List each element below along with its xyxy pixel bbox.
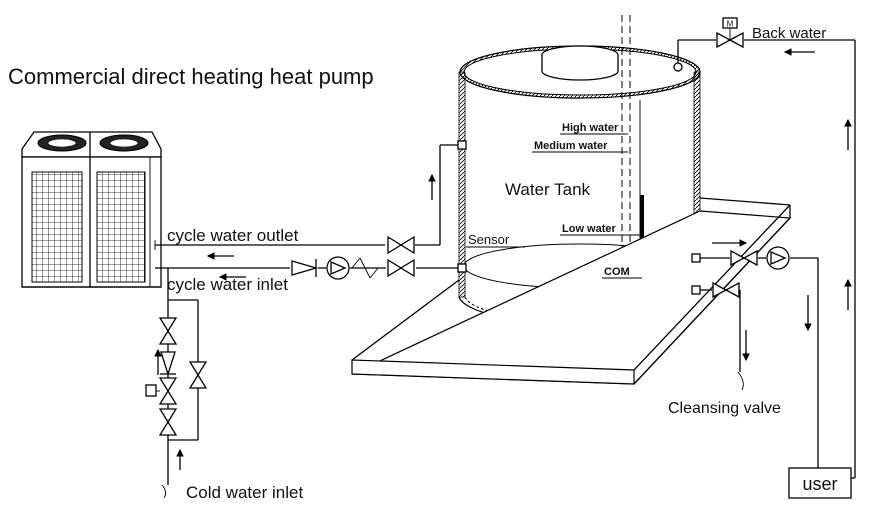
back-water-label: Back water bbox=[752, 25, 826, 42]
water-tank-label: Water Tank bbox=[505, 180, 591, 199]
strainer-icon bbox=[351, 257, 379, 279]
flow-arrow-icon bbox=[154, 48, 852, 470]
tank-platform bbox=[351, 197, 792, 385]
pump-icon bbox=[326, 256, 350, 280]
heat-pump-unit-icon bbox=[21, 131, 162, 288]
user-label: user bbox=[802, 474, 837, 494]
gate-valve-icon bbox=[158, 408, 178, 436]
high-water-callout: High water bbox=[560, 122, 628, 135]
check-valve-icon bbox=[160, 351, 176, 377]
com-label: COM bbox=[604, 266, 630, 278]
valve-m-label: M bbox=[727, 20, 734, 29]
cycle-water-inlet-label: cycle water inlet bbox=[167, 275, 288, 294]
gate-valve-icon bbox=[188, 361, 208, 389]
motorized-valve-icon: M bbox=[716, 17, 744, 49]
diagram-title: Commercial direct heating heat pump bbox=[8, 64, 374, 89]
high-water-label: High water bbox=[562, 122, 619, 134]
cleansing-valve-label: Cleansing valve bbox=[668, 400, 781, 417]
low-water-callout: Low water bbox=[560, 223, 642, 236]
low-water-label: Low water bbox=[562, 223, 617, 235]
sensor-callout: Sensor bbox=[466, 232, 525, 248]
cold-water-inlet-label: Cold water inlet bbox=[186, 483, 303, 502]
gate-valve-icon bbox=[158, 317, 178, 345]
back-water-pipe bbox=[677, 39, 856, 479]
gate-valve-icon bbox=[730, 249, 758, 267]
gate-valve-icon bbox=[387, 258, 415, 278]
medium-water-callout: Medium water bbox=[532, 140, 628, 153]
medium-water-label: Medium water bbox=[534, 140, 608, 152]
tank-connections bbox=[457, 140, 701, 295]
com-callout: COM bbox=[602, 266, 642, 279]
motorized-valve-icon bbox=[145, 377, 178, 405]
cycle-water-outlet-label: cycle water outlet bbox=[167, 226, 299, 245]
sensor-label: Sensor bbox=[468, 232, 510, 247]
cycle-water-outlet-pipe bbox=[154, 144, 459, 250]
cleansing-valve-icon bbox=[712, 281, 740, 299]
gate-valve-icon bbox=[387, 235, 415, 255]
check-valve-icon bbox=[291, 259, 319, 277]
pump-icon bbox=[766, 246, 790, 270]
water-tank bbox=[458, 15, 701, 325]
user-box: user bbox=[788, 467, 852, 499]
